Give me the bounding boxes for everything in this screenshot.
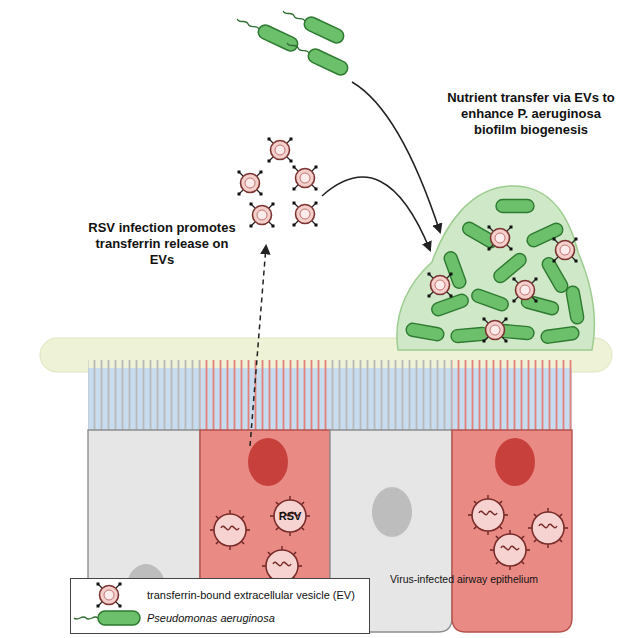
process-caption: Nutrient transfer via EVs to enhance P. … xyxy=(438,90,624,138)
legend-row: transferrin-bound extracellular vesicle … xyxy=(79,583,361,606)
process-caption: RSV infection promotes transferrin relea… xyxy=(86,220,238,268)
legend-icon xyxy=(79,584,139,606)
virion-node: RSV xyxy=(271,497,309,535)
legend-text: Pseudomonas aeruginosa xyxy=(147,612,275,624)
tissue-label: Virus-infected airway epithelium xyxy=(390,573,570,586)
node-label: RSV xyxy=(279,510,302,522)
legend-text: transferrin-bound extracellular vesicle … xyxy=(147,589,355,601)
legend-icon xyxy=(79,607,139,629)
legend-box: transferrin-bound extracellular vesicle … xyxy=(70,578,370,634)
legend-row: Pseudomonas aeruginosa xyxy=(79,606,361,629)
